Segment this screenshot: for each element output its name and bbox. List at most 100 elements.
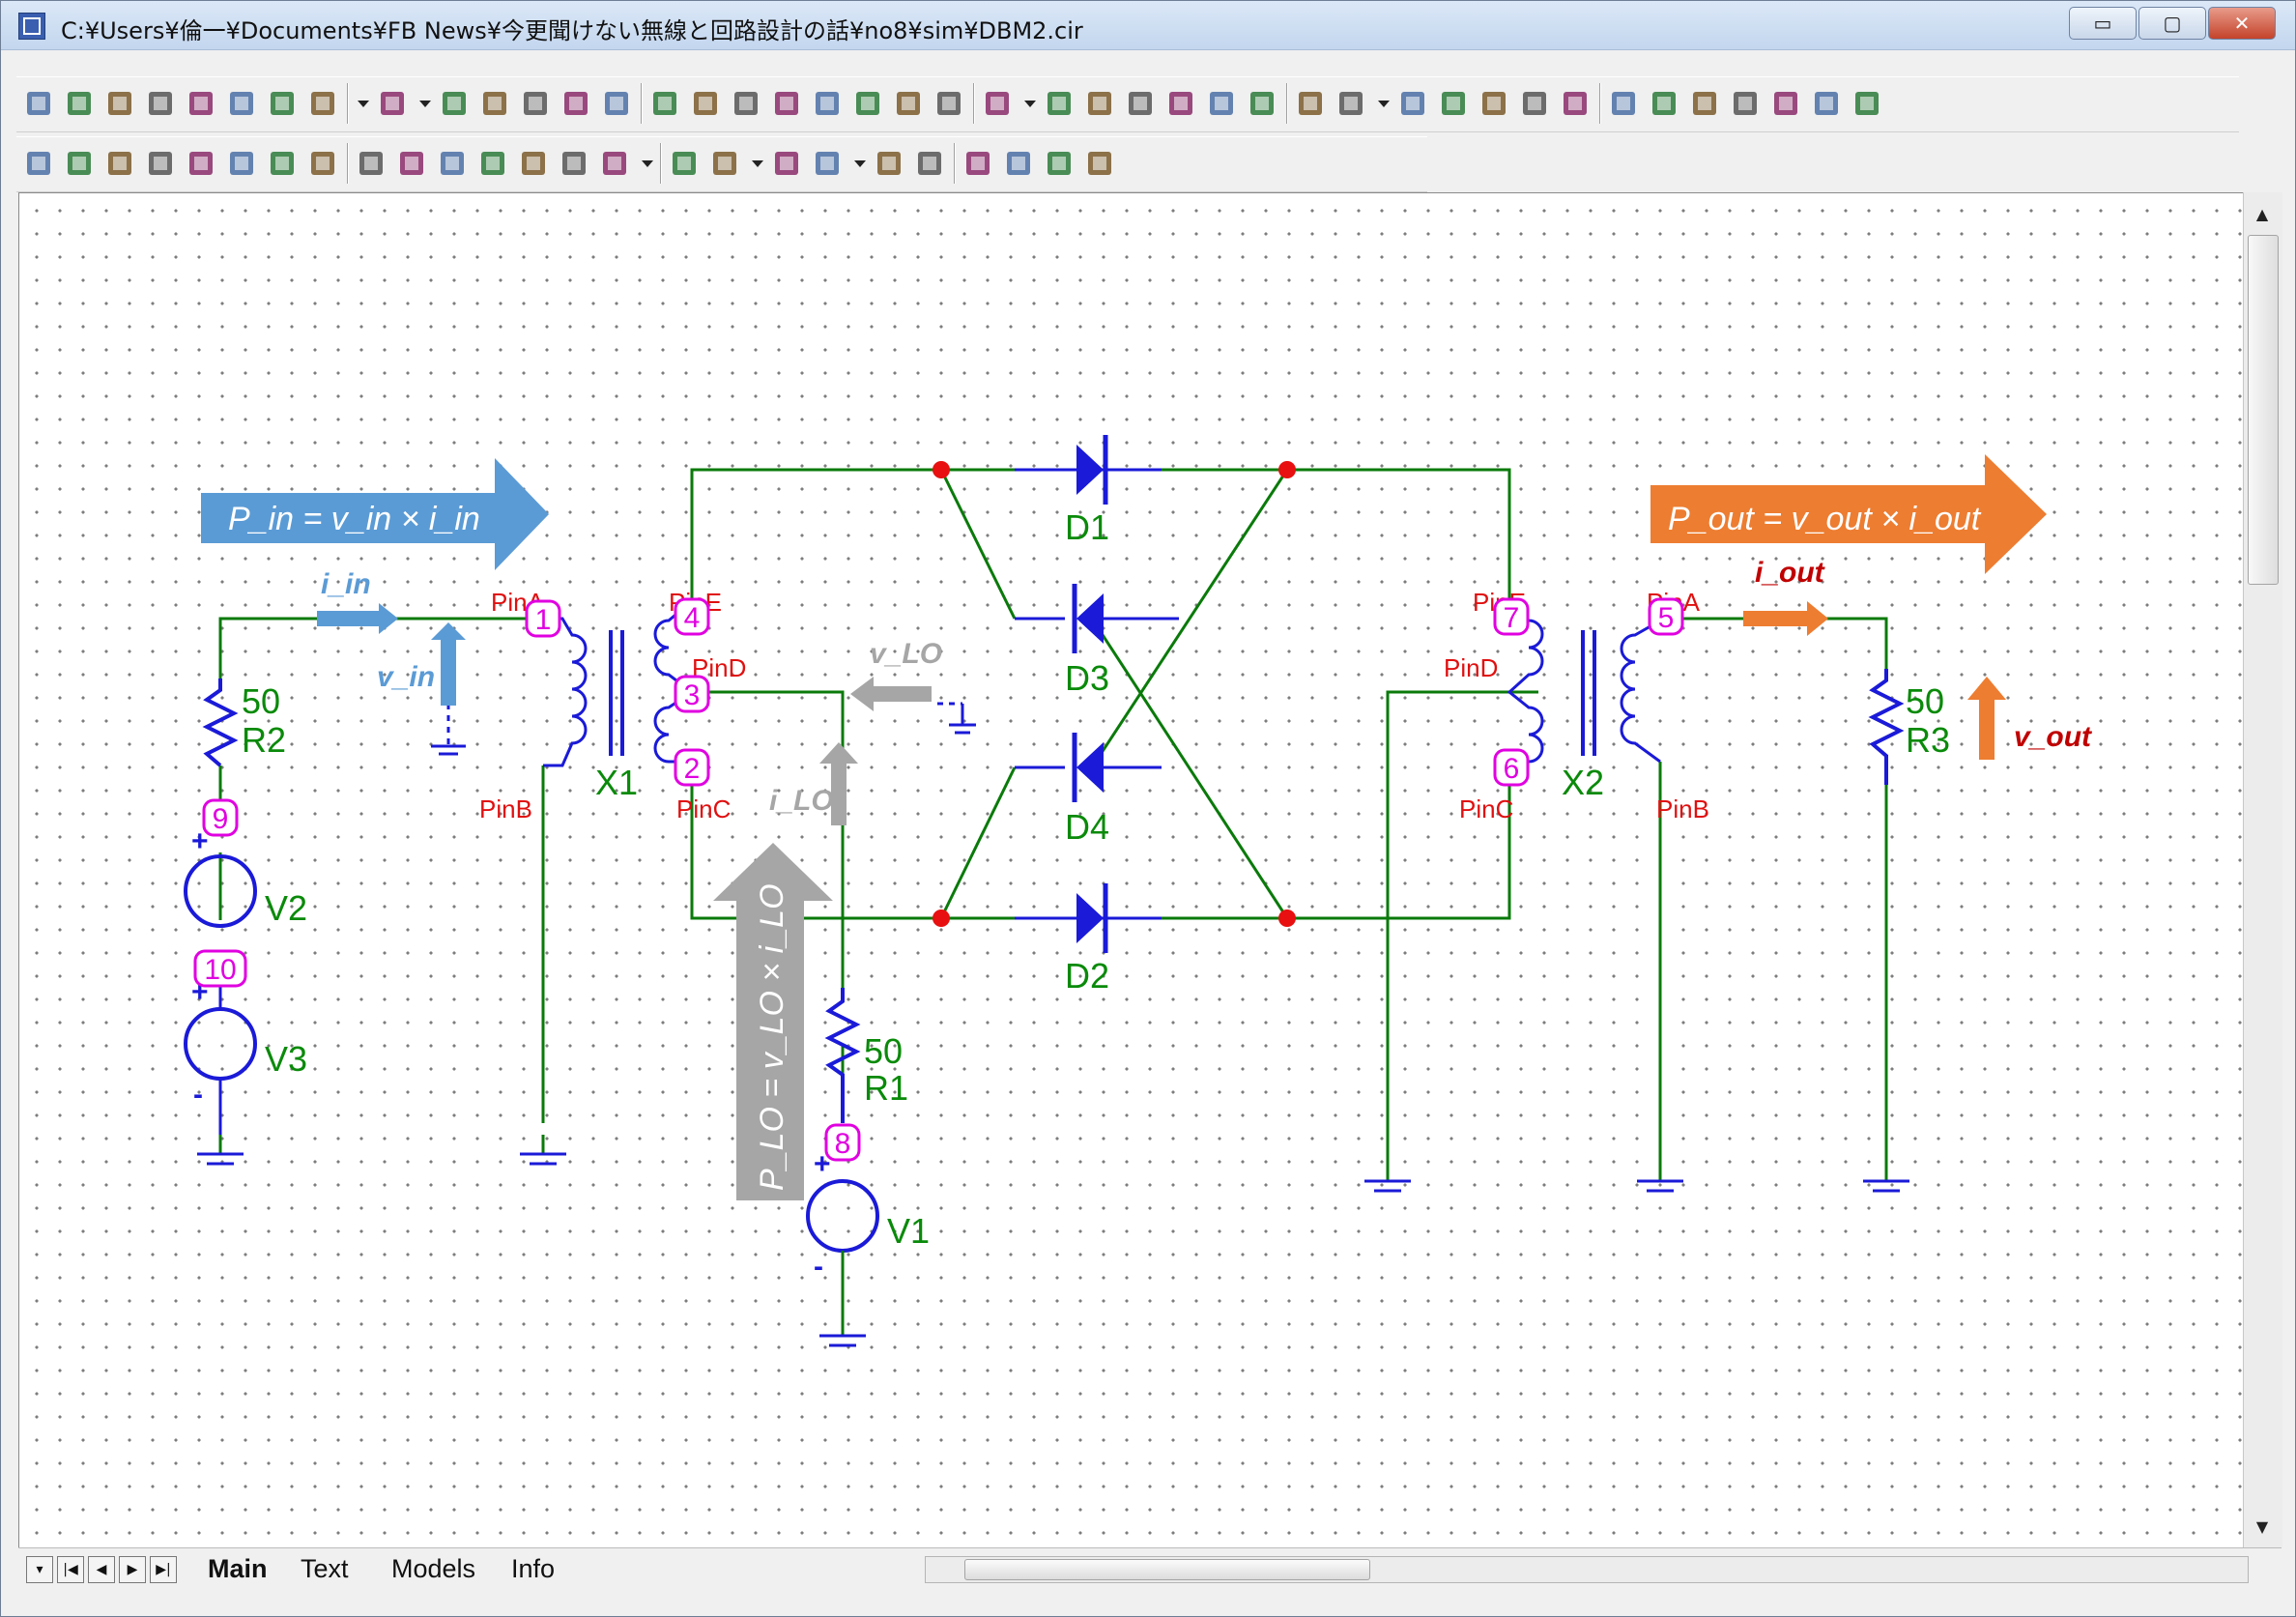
first-tab-button[interactable]: |◀ <box>57 1556 84 1583</box>
display-icon[interactable] <box>438 87 471 120</box>
reorder-icon[interactable] <box>1518 87 1551 120</box>
page-icon[interactable] <box>1396 87 1429 120</box>
align-top-icon[interactable] <box>1002 147 1035 180</box>
node-voltages-icon[interactable] <box>892 87 925 120</box>
copy-icon[interactable] <box>306 87 339 120</box>
align-left-icon[interactable] <box>873 147 905 180</box>
resistor-r2[interactable] <box>202 679 239 767</box>
delete-icon[interactable] <box>436 147 469 180</box>
diode-d3[interactable] <box>1072 584 1104 653</box>
restore-button[interactable]: ▢ <box>2138 7 2206 40</box>
crosshair-icon[interactable] <box>1294 87 1327 120</box>
more-icon[interactable] <box>225 147 258 180</box>
align-right-icon[interactable] <box>961 147 994 180</box>
disable-icon[interactable] <box>598 147 631 180</box>
zoom-in-icon[interactable] <box>476 147 509 180</box>
scroll-up-arrow-icon[interactable]: ▲ <box>2255 205 2269 223</box>
check-icon[interactable] <box>225 87 258 120</box>
dropdown-arrow-icon[interactable] <box>355 87 372 120</box>
vertical-scroll-thumb[interactable] <box>2248 235 2279 585</box>
schematic-canvas[interactable]: D1 D3 D4 D2 X1 X2 V2 V3 V1 50 R2 50 R3 5… <box>18 192 2245 1549</box>
export-icon[interactable] <box>395 147 428 180</box>
list-icon[interactable] <box>730 87 762 120</box>
minimize-button[interactable]: ▭ <box>2069 7 2137 40</box>
tab-models[interactable]: Models <box>391 1554 476 1583</box>
zoom-fit-icon[interactable] <box>558 147 590 180</box>
table-icon[interactable] <box>478 87 511 120</box>
grid-layout-icon[interactable] <box>708 147 741 180</box>
dropdown-arrow-icon[interactable] <box>416 87 434 120</box>
resistor-r3[interactable] <box>1868 669 1905 785</box>
resistor-r1[interactable] <box>824 988 861 1123</box>
node-numbers-icon[interactable] <box>851 87 884 120</box>
transformer-x1[interactable] <box>543 599 695 767</box>
transformer-x2[interactable] <box>1507 599 1683 764</box>
save-as-icon[interactable] <box>103 147 136 180</box>
diode-d2[interactable] <box>1015 883 1162 953</box>
connect-icon[interactable] <box>1205 87 1238 120</box>
pin-connections-icon[interactable] <box>1043 87 1076 120</box>
edit-icon[interactable] <box>811 87 844 120</box>
rotate-icon[interactable] <box>1688 87 1721 120</box>
font-icon[interactable] <box>770 147 803 180</box>
source-v1[interactable] <box>806 1179 879 1253</box>
tab-main[interactable]: Main <box>208 1554 268 1583</box>
page2-icon[interactable] <box>1437 87 1470 120</box>
dropdown-arrow-icon[interactable] <box>1375 87 1392 120</box>
cross-wire-icon[interactable] <box>1083 87 1116 120</box>
mirror-icon[interactable] <box>1729 87 1762 120</box>
text-icon[interactable] <box>144 87 177 120</box>
spell-icon[interactable] <box>811 147 844 180</box>
next-tab-button[interactable]: ▶ <box>119 1556 146 1583</box>
warning-icon[interactable] <box>1246 87 1278 120</box>
zoom-out-icon[interactable] <box>517 147 550 180</box>
move-icon[interactable] <box>981 87 1014 120</box>
wire-join-icon[interactable] <box>1164 87 1197 120</box>
rectangle-icon[interactable] <box>1648 87 1680 120</box>
dropdown-arrow-icon[interactable] <box>1021 87 1039 120</box>
schematic-drawing[interactable]: D1 D3 D4 D2 X1 X2 V2 V3 V1 50 R2 50 R3 5… <box>19 193 2244 1548</box>
diode-d4[interactable] <box>1072 733 1104 802</box>
horizontal-scroll-thumb[interactable] <box>964 1559 1370 1580</box>
probe-icon[interactable] <box>519 87 552 120</box>
dropdown-arrow-icon[interactable] <box>851 147 869 180</box>
grid-list-icon[interactable] <box>770 87 803 120</box>
vertical-scrollbar[interactable]: ▲ ▼ <box>2243 192 2282 1547</box>
help-icon[interactable] <box>600 87 633 120</box>
import-icon[interactable] <box>668 147 701 180</box>
wire-label-icon[interactable] <box>185 87 217 120</box>
grid-icon[interactable] <box>1335 87 1367 120</box>
cancel-icon[interactable] <box>185 147 217 180</box>
close-button[interactable]: ✕ <box>2208 7 2276 40</box>
properties-icon[interactable] <box>1559 87 1592 120</box>
wire-split-icon[interactable] <box>1124 87 1157 120</box>
wire-icon[interactable] <box>103 87 136 120</box>
new-file-icon[interactable] <box>22 147 55 180</box>
library-icon[interactable] <box>648 87 681 120</box>
flip-icon[interactable] <box>1769 87 1802 120</box>
page3-icon[interactable] <box>1478 87 1510 120</box>
binoculars-icon[interactable] <box>1851 87 1883 120</box>
scroll-down-arrow-icon[interactable]: ▼ <box>2255 1517 2269 1536</box>
tab-info[interactable]: Info <box>511 1554 556 1583</box>
save-icon[interactable] <box>63 147 96 180</box>
source-v3[interactable] <box>184 1007 257 1081</box>
node-currents-icon[interactable] <box>933 87 965 120</box>
horizontal-scrollbar[interactable] <box>925 1556 2249 1583</box>
align-bottom-icon[interactable] <box>1083 147 1116 180</box>
tab-menu-button[interactable]: ▾ <box>26 1556 53 1583</box>
open-icon[interactable] <box>355 147 387 180</box>
find-icon[interactable] <box>1810 87 1843 120</box>
bounding-box-icon[interactable] <box>1607 87 1640 120</box>
last-tab-button[interactable]: ▶| <box>150 1556 177 1583</box>
tab-text[interactable]: Text <box>301 1554 349 1583</box>
node-icon[interactable] <box>376 87 409 120</box>
copy-page-icon[interactable] <box>266 147 299 180</box>
dropdown-arrow-icon[interactable] <box>639 147 656 180</box>
prev-tab-button[interactable]: ◀ <box>88 1556 115 1583</box>
dropdown-arrow-icon[interactable] <box>749 147 766 180</box>
select-icon[interactable] <box>22 87 55 120</box>
pan-hand-icon[interactable] <box>63 87 96 120</box>
stop-icon[interactable] <box>144 147 177 180</box>
align-center-icon[interactable] <box>913 147 946 180</box>
